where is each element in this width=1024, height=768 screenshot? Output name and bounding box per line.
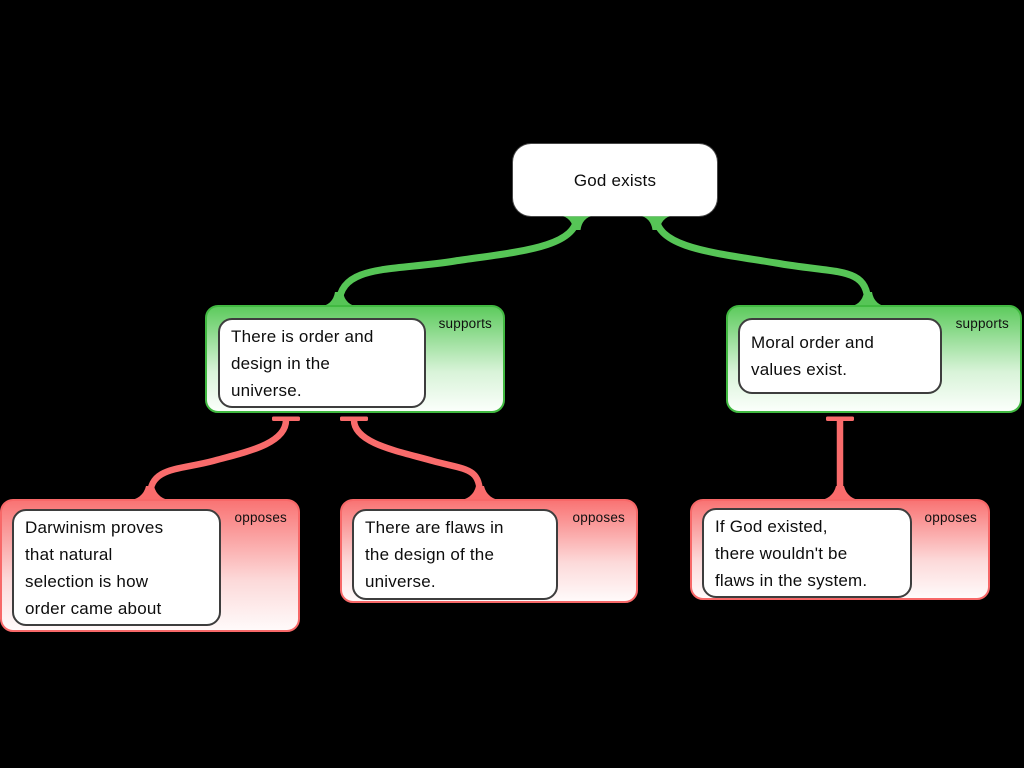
claim-text: If God existed, there wouldn't be flaws …	[715, 516, 868, 590]
connector-opposes-design-flaws[interactable]	[340, 416, 503, 502]
claim-text: There is order and design in the univers…	[231, 326, 374, 400]
root-claim-text: God exists	[573, 170, 657, 190]
relation-label-opposes: opposes	[924, 510, 977, 525]
relation-label-supports: supports	[955, 316, 1009, 331]
claim-box-darwinism[interactable]: Darwinism proves that natural selection …	[12, 509, 221, 626]
relation-label-opposes: opposes	[234, 510, 287, 525]
claim-box-order-design[interactable]: There is order and design in the univers…	[218, 318, 426, 408]
claim-box-design-flaws[interactable]: There are flaws in the design of the uni…	[352, 509, 558, 600]
connector-supports-order-design[interactable]	[319, 215, 594, 307]
claim-box-moral-values[interactable]: Moral order and values exist.	[738, 318, 942, 394]
relation-label-supports: supports	[438, 316, 492, 331]
connector-opposes-system-flaws[interactable]	[817, 416, 863, 502]
claim-text: There are flaws in the design of the uni…	[365, 518, 504, 591]
node-system-flaws[interactable]: opposes If God existed, there wouldn't b…	[690, 499, 990, 600]
claim-text: Moral order and values exist.	[751, 333, 875, 379]
node-design-flaws[interactable]: opposes There are flaws in the design of…	[340, 499, 638, 603]
claim-box-system-flaws[interactable]: If God existed, there wouldn't be flaws …	[702, 508, 912, 598]
node-root-claim[interactable]: God exists	[513, 144, 717, 216]
connector-supports-moral-values[interactable]	[639, 215, 888, 307]
claim-text: Darwinism proves that natural selection …	[25, 517, 164, 618]
connector-opposes-darwinism[interactable]	[127, 416, 300, 502]
relation-label-opposes: opposes	[572, 510, 625, 525]
node-darwinism[interactable]: opposes Darwinism proves that natural se…	[0, 499, 300, 632]
node-order-design[interactable]: supports There is order and design in th…	[205, 305, 505, 413]
node-moral-values[interactable]: supports Moral order and values exist.	[726, 305, 1022, 413]
